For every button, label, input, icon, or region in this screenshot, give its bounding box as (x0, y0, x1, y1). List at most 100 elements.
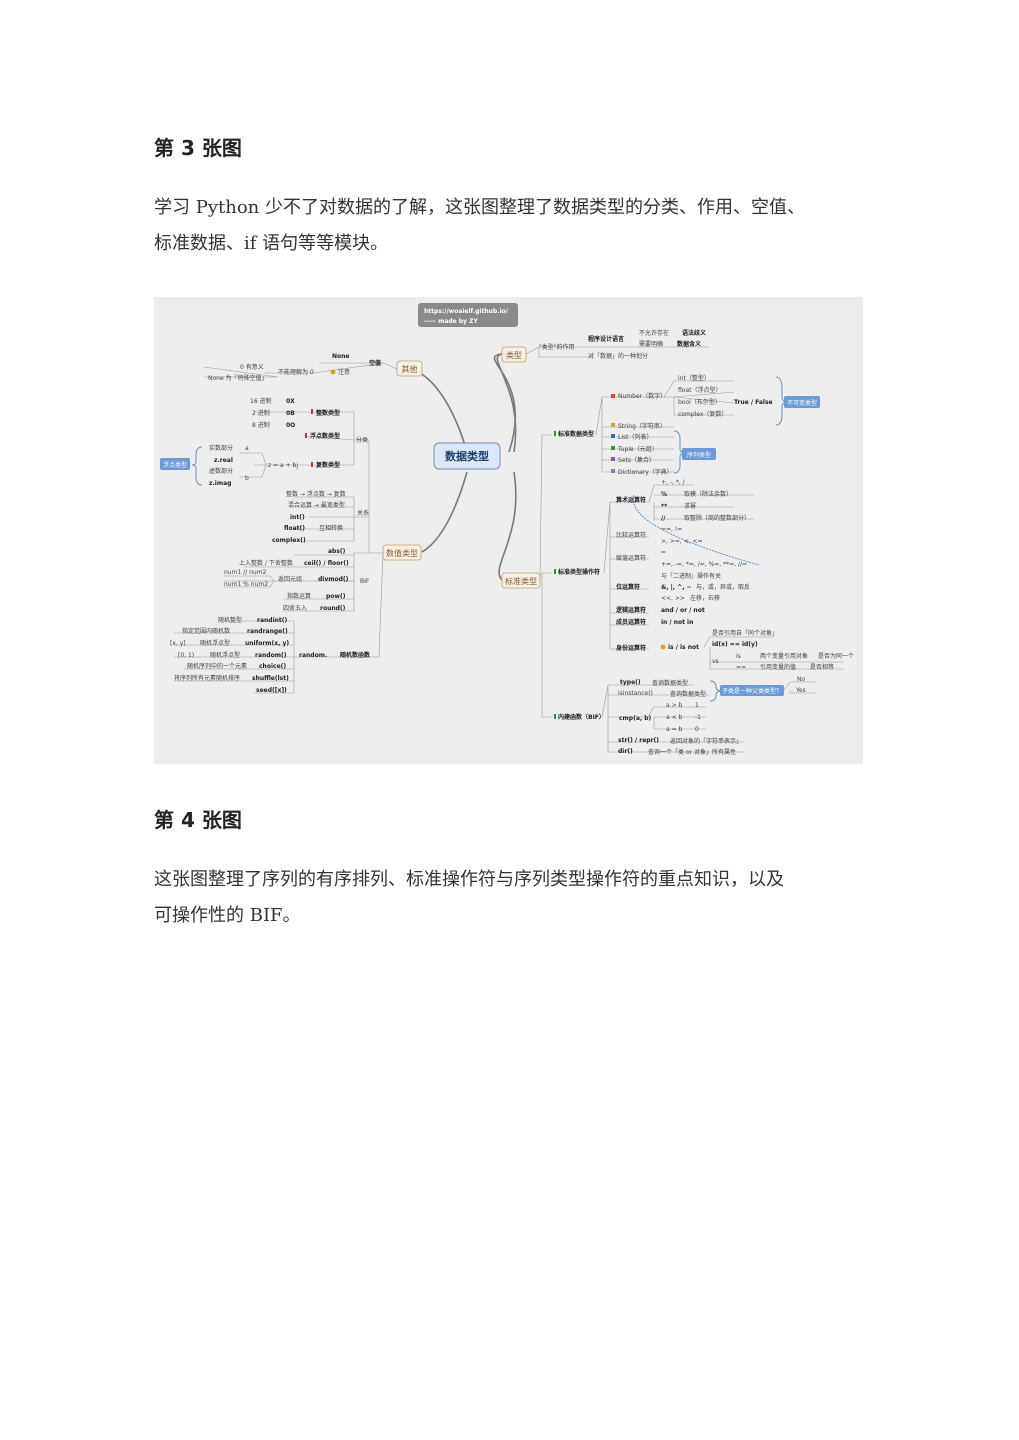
tag-subclass (720, 685, 784, 696)
leaf: 分类 (356, 436, 368, 444)
leaf: [x, y] (170, 640, 186, 647)
leaf: abs() (328, 548, 346, 555)
para-line: 标准数据、if 语句等等模块。 (154, 233, 389, 254)
leaf: 求幂 (684, 502, 696, 510)
leaf: isinstance() (618, 690, 653, 697)
section-3-heading: 第 3 张图 (154, 136, 242, 160)
para-line: 这张图整理了序列的有序排列、标准操作符与序列类型操作符的重点知识，以及 (154, 869, 784, 890)
leaf: 复数类型 (315, 461, 340, 469)
leaf: // (661, 515, 666, 522)
leaf: [0, 1) (178, 652, 194, 659)
leaf: 位运算符 (616, 583, 640, 591)
branch-standard (501, 572, 541, 589)
center-label: 数据类型 (445, 449, 489, 463)
leaf: id(x) == id(y) (712, 641, 758, 648)
leaf: 需要明确 (639, 340, 663, 348)
tag-immutable (784, 396, 820, 408)
leaf: ==, != (661, 526, 682, 533)
leaf: 返回元组 (278, 575, 302, 583)
leaf: 不能理解为 0 (278, 368, 314, 376)
leaf: ceil() / floor() (304, 560, 349, 567)
leaf: 0O (286, 422, 295, 429)
leaf: 是否相等 (810, 663, 834, 671)
leaf: uniform(x, y) (245, 640, 289, 647)
leaf: complex（复数） (678, 410, 727, 418)
leaf: 左移，右移 (690, 594, 720, 602)
leaf: 混合运算 → 最宽类型 (288, 501, 345, 509)
leaf: random. (299, 652, 327, 659)
branch-type-label: 类型 (506, 350, 522, 360)
leaf: >, >=, <, <= (661, 538, 703, 545)
leaf: 整数 → 浮点数 → 复数 (286, 490, 346, 498)
para-line: 可操作性的 BIF。 (154, 905, 301, 926)
leaf: +, -, *, / (661, 479, 686, 486)
leaf: 将序列所有元素随机排序 (174, 674, 240, 682)
leaf: float() (284, 525, 305, 532)
leaf: String（字符串） (618, 422, 666, 430)
branch-datatype (382, 544, 422, 561)
center-node (433, 442, 501, 470)
leaf: 关系 (357, 509, 369, 517)
leaf: 标准类型操作符 (557, 568, 600, 576)
leaf: None (332, 353, 349, 360)
leaf: 实数部分 (209, 444, 233, 452)
leaf: 浮点类型 (163, 461, 187, 469)
leaf: 比较运算符 (616, 531, 646, 539)
leaf: dir() (618, 748, 633, 755)
leaf: z.real (214, 457, 233, 464)
leaf: Number（数字） (618, 392, 666, 400)
leaf: num1 // num2 (224, 569, 267, 576)
leaf: divmod() (318, 576, 349, 583)
leaf: 四舍五入 (283, 604, 307, 612)
leaf: 16 进制 (250, 397, 272, 405)
leaf: <<, >> (661, 595, 685, 602)
leaf: z = a + bj (268, 462, 298, 469)
leaf: == (736, 664, 746, 671)
leaf: 与，或，异或，取反 (696, 583, 750, 591)
leaf: randrange() (247, 628, 288, 635)
tag-sequence (682, 448, 716, 460)
leaf: 随机数函数 (340, 651, 371, 659)
leaf: 取整除（商的整数部分） (684, 514, 750, 522)
leaf: List（列表） (618, 433, 653, 441)
url-text: https://woaielf.github.io/ (424, 308, 509, 315)
leaf: str() / repr() (618, 737, 659, 744)
leaf: 随机整型 (218, 616, 242, 624)
leaf: 不可变类型 (787, 399, 817, 407)
leaf: is / is not (668, 644, 699, 651)
section-4-paragraph: 这张图整理了序列的有序排列、标准操作符与序列类型操作符的重点知识，以及 可操作性… (154, 862, 866, 934)
leaf: Sets（集合） (618, 456, 655, 464)
leaf: 引用变量的值 (760, 663, 796, 671)
author-text: —— made by ZY (424, 318, 478, 325)
leaf: z.imag (209, 480, 231, 487)
leaf: round() (320, 605, 346, 612)
leaf: 赋值运算符 (616, 554, 646, 562)
leaf: Yes (795, 687, 806, 694)
branch-standard-label: 标准类型 (505, 576, 537, 586)
leaf: is (736, 653, 741, 660)
leaf: 随机浮点型 (200, 639, 230, 647)
leaf: 是否引用自「同个对象」 (712, 629, 778, 637)
leaf: 随机序列中的一个元素 (187, 662, 247, 670)
branch-other (396, 360, 423, 377)
leaf: random() (255, 652, 287, 659)
leaf: 取模（除法余数） (684, 490, 732, 498)
leaf: 互相转换 (319, 524, 343, 532)
leaf: 指数运算 (287, 592, 311, 600)
leaf: 不允许存在 (639, 329, 669, 337)
leaf: 8 进制 (252, 421, 270, 429)
leaf: bool（布尔型） (678, 398, 721, 406)
leaf: 1 (695, 702, 699, 709)
leaf: seed([x]) (256, 687, 287, 694)
leaf: 2 进制 (252, 409, 270, 417)
leaf: 内建函数（BIF） (558, 713, 605, 721)
leaf: 程序设计语言 (587, 335, 624, 343)
leaf: 查询数据类型 (652, 679, 688, 687)
leaf: 逻辑运算符 (616, 606, 646, 614)
leaf: a < b (666, 714, 683, 721)
leaf: vs (712, 658, 719, 665)
leaf: 空值 (369, 359, 381, 367)
branch-type (501, 346, 527, 363)
leaf: +=, -=, *=, /=, %=, **=, //= (661, 561, 747, 568)
